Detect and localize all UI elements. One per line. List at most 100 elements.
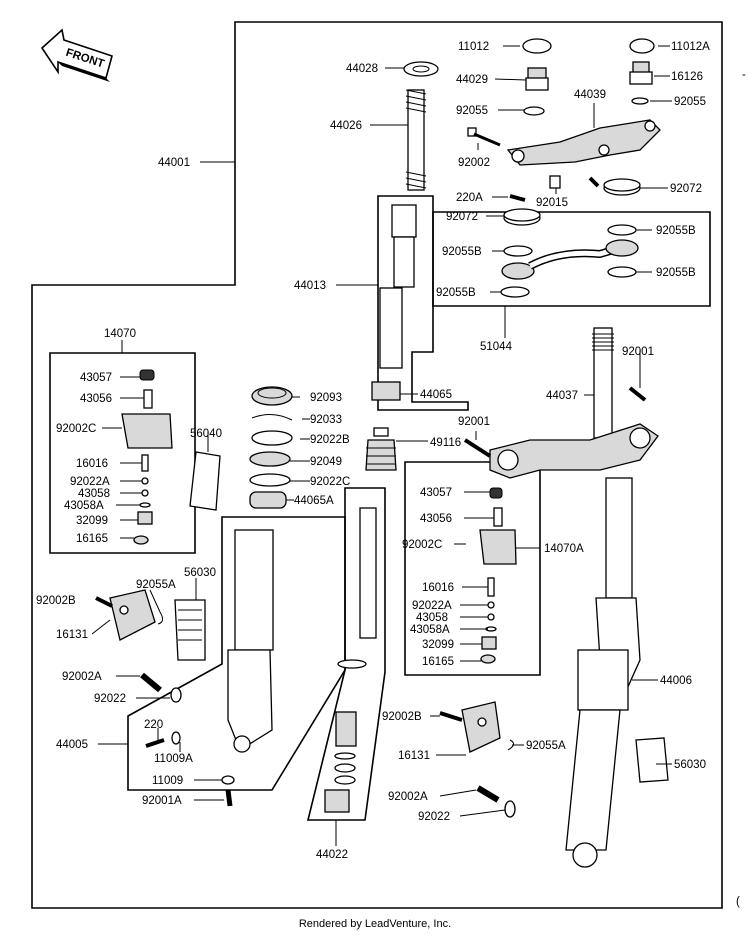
label-220: 220: [144, 719, 163, 731]
front-arrow-icon: FRONT: [40, 28, 113, 82]
label-92055A-a: 92055A: [136, 579, 176, 591]
leader-lines: [91, 45, 672, 846]
label-44022: 44022: [316, 849, 348, 861]
label-44029: 44029: [456, 74, 488, 86]
label-220A: 220A: [456, 192, 483, 204]
caliper-14070: [121, 413, 173, 449]
label-92055-a: 92055: [456, 105, 488, 117]
cap-11012: [522, 38, 552, 54]
label-14070: 14070: [104, 328, 136, 340]
label-92002A-a: 92002A: [62, 671, 102, 683]
parts-diagram: FRONT: [31, 21, 746, 909]
valve-43056-left: [143, 389, 153, 409]
label-92093: 92093: [310, 392, 342, 404]
bolt-extra: [588, 176, 600, 188]
washer-11009: [221, 775, 235, 785]
bolt-92002A-right: [476, 785, 500, 803]
seal-92049: [249, 451, 291, 467]
label-16126: 16126: [671, 71, 703, 83]
label-16165-b: 16165: [422, 656, 454, 668]
label-11009: 11009: [152, 775, 183, 787]
label-92055B-b: 92055B: [442, 246, 482, 258]
bolt-220: [145, 738, 165, 748]
cap-32099-left: [137, 511, 153, 525]
label-92055A-b: 92055A: [526, 740, 566, 752]
bolt-92002B-right: [439, 711, 463, 722]
label-32099-b: 32099: [422, 639, 454, 651]
caliper-16131-right: [461, 701, 501, 753]
valve-43056-right: [493, 507, 503, 527]
label-92022C: 92022C: [310, 476, 350, 488]
label-43058A-b: 43058A: [410, 624, 450, 636]
cap-11012A: [629, 38, 655, 54]
part-labels: 11012 11012A 44028 44029 16126 92055 920…: [36, 41, 710, 861]
bolt-92002B-left: [95, 596, 113, 608]
label-92001-a: 92001: [622, 346, 654, 358]
label-43057-b: 43057: [420, 487, 452, 499]
label-16131-a: 16131: [56, 629, 88, 641]
label-92049: 92049: [310, 456, 342, 468]
label-92001-b: 92001: [458, 416, 490, 428]
label-44065A: 44065A: [294, 495, 334, 507]
label-44001: 44001: [158, 157, 190, 169]
label-43056-b: 43056: [420, 513, 452, 525]
label-92002A-b: 92002A: [388, 791, 428, 803]
fork-44005: [227, 529, 274, 753]
stabilizer-51044: [500, 224, 639, 298]
ring-92055-right: [631, 97, 649, 105]
bolt-92001-right: [628, 386, 647, 402]
label-92055-b: 92055: [674, 96, 706, 108]
label-92001A: 92001A: [142, 795, 182, 807]
label-92022A-a: 92022A: [70, 476, 110, 488]
seal-92093: [251, 386, 293, 406]
washer-92022C: [249, 473, 291, 487]
washer-92022-left: [170, 687, 182, 703]
washer-92022-right: [504, 800, 516, 818]
label-44039: 44039: [574, 89, 606, 101]
bolt-220A: [509, 194, 526, 202]
label-92022A-b: 92022A: [412, 600, 452, 612]
label-16016-b: 16016: [422, 582, 454, 594]
caliper-14070A: [479, 529, 517, 565]
bolt-16016-left: [141, 454, 149, 472]
bolt-16016-right: [487, 577, 495, 597]
plate-56040: [189, 451, 221, 511]
box-44022: [306, 487, 386, 821]
label-92072-b: 92072: [446, 211, 478, 223]
washer-44028: [403, 61, 439, 77]
label-43058-a: 43058: [78, 488, 110, 500]
clamp-92072-left: [503, 208, 541, 226]
label-56030-b: 56030: [674, 759, 706, 771]
label-16016-a: 16016: [76, 458, 108, 470]
label-32099-a: 32099: [76, 515, 108, 527]
label-14070A: 14070A: [544, 543, 584, 555]
label-92022B: 92022B: [310, 434, 350, 446]
boot-49116: [365, 427, 397, 471]
bolt-92001-center: [463, 438, 492, 458]
nut-92015: [549, 175, 561, 189]
label-92002B-b: 92002B: [382, 711, 422, 723]
edge-mark: -: [742, 69, 746, 81]
bolt-92002: [467, 127, 501, 147]
cap-16165-left: [133, 535, 149, 545]
label-92002C-a: 92002C: [56, 423, 96, 435]
rod-44022: [324, 507, 377, 813]
tube-44013: [371, 204, 417, 401]
label-11009A: 11009A: [154, 753, 193, 765]
label-92055B-a: 92055B: [656, 225, 696, 237]
label-44037: 44037: [546, 390, 578, 402]
bolt-92001A: [225, 789, 233, 807]
label-92015: 92015: [536, 197, 568, 209]
cap-43057-right: [489, 487, 503, 499]
clip-92033: [251, 414, 293, 421]
label-92022-b: 92022: [418, 811, 450, 823]
label-92002: 92002: [458, 157, 490, 169]
box-14070: [49, 352, 196, 554]
nut-44029: [525, 67, 549, 91]
label-44026: 44026: [330, 120, 362, 132]
label-49116: 49116: [430, 437, 461, 449]
label-92002B-a: 92002B: [36, 595, 76, 607]
ring-92055-left: [523, 106, 545, 116]
nut-16126: [629, 61, 653, 85]
label-92055B-c: 92055B: [656, 267, 696, 279]
